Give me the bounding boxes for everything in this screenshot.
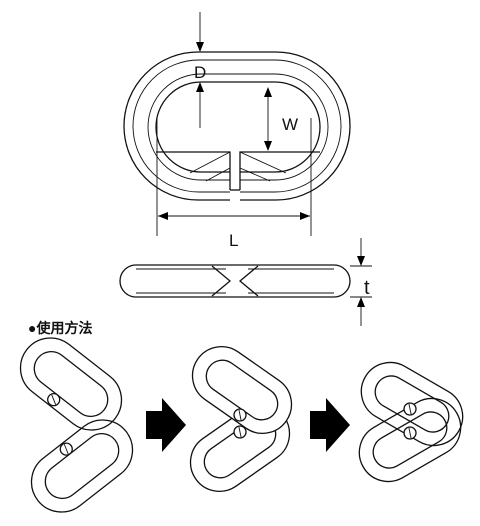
side-body (119, 264, 351, 298)
d-arrowhead-up (196, 82, 204, 92)
l-arrowhead-left (158, 212, 168, 220)
screw-icon (233, 425, 247, 439)
right-arrow-icon (310, 398, 350, 452)
d-arrowhead-down (196, 42, 204, 52)
gap-right-chamfer-2 (239, 167, 271, 182)
w-arrowhead-up (264, 87, 272, 97)
step-1-separate-links (19, 337, 134, 513)
gap-left-chamfer (189, 151, 231, 174)
l-arrowhead-right (300, 212, 310, 220)
right-arrow-icon (146, 398, 186, 452)
step-1-link-lower (30, 419, 134, 513)
step-2-link-upper (191, 346, 293, 434)
step-1-link-upper (19, 337, 123, 431)
t-arrowhead-down (357, 256, 365, 266)
screw-icon (403, 402, 417, 416)
link-top-view: D W L (123, 12, 351, 250)
step-3-link-left (358, 397, 462, 483)
gap-right-chamfer (239, 151, 287, 174)
step-2-links-joining (189, 346, 293, 492)
screw-icon (47, 393, 61, 407)
side-joint-right (238, 265, 259, 297)
w-arrowhead-down (264, 141, 272, 151)
screw-icon (59, 442, 73, 456)
dim-label-l: L (229, 231, 238, 250)
side-joint-left (211, 265, 232, 297)
step-3-links-connected (358, 361, 464, 483)
gap-left-chamfer-2 (205, 167, 231, 182)
dim-label-t: t (364, 277, 370, 299)
dim-label-w: W (282, 115, 298, 134)
screw-icon (403, 426, 417, 440)
link-opening (230, 140, 240, 206)
side-joint-gap (226, 266, 248, 296)
link-side-view: t (119, 238, 372, 326)
t-arrowhead-up (357, 297, 365, 307)
dim-label-d: D (194, 63, 206, 82)
usage-title: ●使用方法 (28, 320, 92, 336)
screw-icon (233, 408, 247, 422)
